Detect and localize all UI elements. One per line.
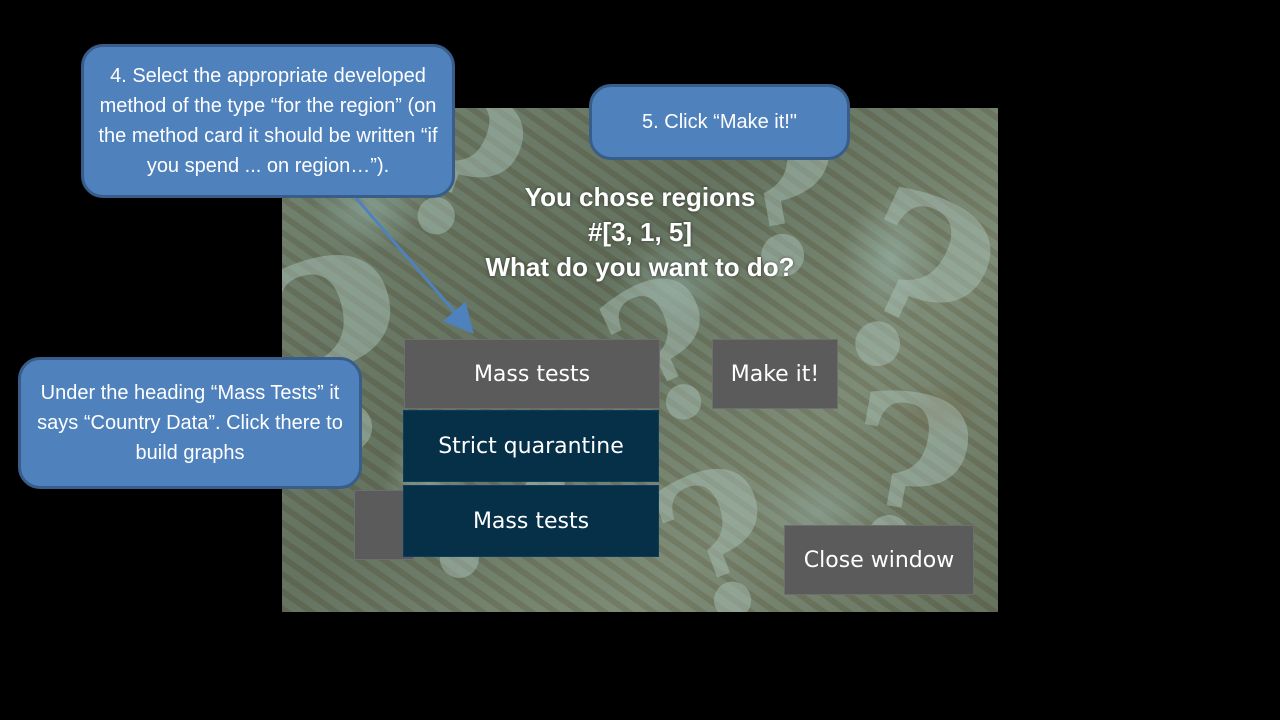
callout-step-4-text: 4. Select the appropriate developed meth… <box>98 65 438 177</box>
make-it-button[interactable]: Make it! <box>712 339 838 409</box>
close-window-button[interactable]: Close window <box>784 525 974 595</box>
callout-step-5-text: 5. Click “Make it!" <box>642 111 797 133</box>
title-line-1: You chose regions <box>524 182 756 212</box>
method-dropdown[interactable]: Mass tests <box>404 339 660 409</box>
callout-step-4: 4. Select the appropriate developed meth… <box>81 44 455 198</box>
callout-step-5: 5. Click “Make it!" <box>589 84 850 160</box>
title-line-2: #[3, 1, 5] <box>587 217 693 247</box>
callout-mass-tests-note-text: Under the heading “Mass Tests” it says “… <box>37 382 343 464</box>
dropdown-selected-label: Mass tests <box>473 361 591 387</box>
dropdown-option-strict-quarantine[interactable]: Strict quarantine <box>403 410 659 482</box>
dropdown-option-label: Strict quarantine <box>438 433 624 459</box>
callout-mass-tests-note: Under the heading “Mass Tests” it says “… <box>18 357 362 489</box>
dropdown-option-mass-tests[interactable]: Mass tests <box>403 485 659 557</box>
dialog-title: You chose regions #[3, 1, 5] What do you… <box>282 180 998 285</box>
title-line-3: What do you want to do? <box>485 252 795 282</box>
close-window-label: Close window <box>803 547 955 573</box>
dropdown-option-label: Mass tests <box>472 508 590 534</box>
make-it-label: Make it! <box>730 361 820 387</box>
game-window: ? ? ? ? ? ? ? ? You chose regions #[3, 1… <box>282 108 998 612</box>
